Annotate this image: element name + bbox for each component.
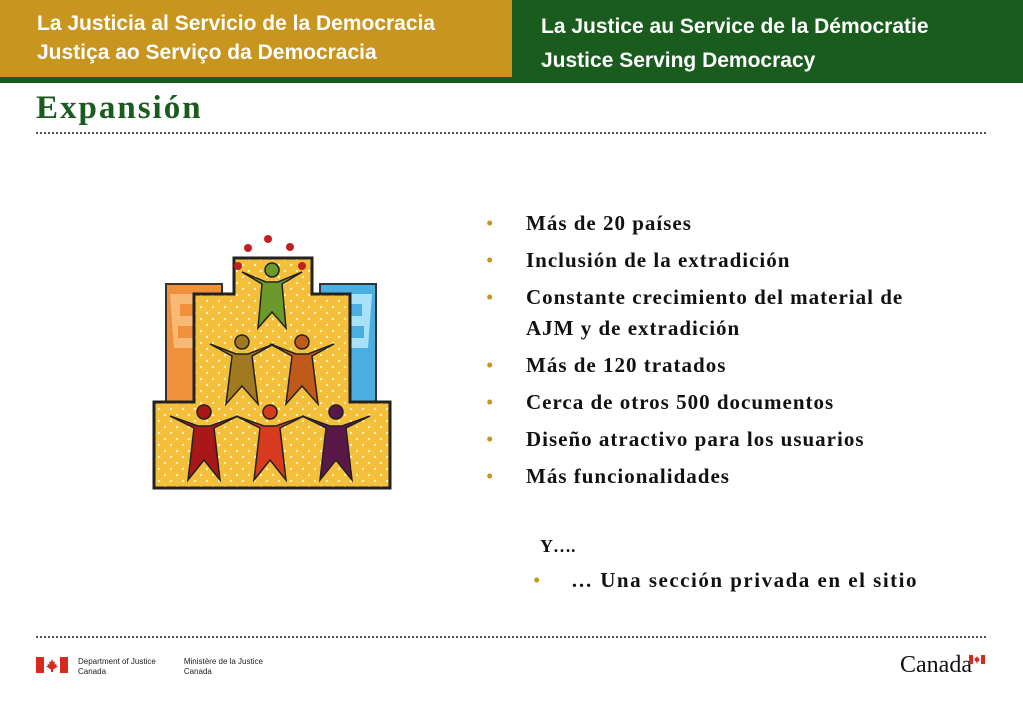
- human-pyramid-illustration: [152, 235, 392, 490]
- dept-en-line1: Department of Justice: [78, 657, 156, 666]
- canada-wordmark: Canada: [900, 652, 985, 679]
- list-item: •Diseño atractivo para los usuarios: [486, 427, 865, 451]
- header-left-text: La Justicia al Servicio de la Democracia…: [37, 9, 435, 67]
- bullet-list: •Más de 20 países •Inclusión de la extra…: [486, 208, 926, 498]
- canada-flag-icon: [36, 657, 68, 673]
- header-right-line2: Justice Serving Democracy: [541, 49, 816, 72]
- list-item: •Más de 20 países: [486, 211, 692, 235]
- followup-list: •… Una sección privada en el sitio: [533, 565, 953, 596]
- header-left-line2: Justiça ao Serviço da Democracia: [37, 41, 377, 64]
- list-item: •Más funcionalidades: [486, 464, 730, 488]
- header-divider-bar: [0, 77, 1023, 83]
- page-title: Expansión: [36, 90, 203, 126]
- wordmark-flag-icon: [969, 655, 985, 664]
- list-item: •… Una sección privada en el sitio: [533, 568, 918, 592]
- dept-fr-line2: Canada: [183, 667, 212, 676]
- list-item: •Cerca de otros 500 documentos: [486, 390, 835, 414]
- dept-fr-line1: Ministère de la Justice: [183, 657, 263, 666]
- bottom-dotted-rule: [36, 636, 986, 638]
- followup-label: Y….: [540, 536, 576, 556]
- header-right-line1: La Justice au Service de la Démocratie: [541, 15, 929, 38]
- header-right-text: La Justice au Service de la Démocratie J…: [541, 10, 929, 78]
- header-left-line1: La Justicia al Servicio de la Democracia: [37, 12, 436, 35]
- list-item: •Inclusión de la extradición: [486, 248, 791, 272]
- dept-en: Department of Justice Canada: [78, 657, 156, 677]
- list-item: •Constante crecimiento del material de A…: [486, 285, 904, 340]
- dept-en-line2: Canada: [78, 667, 107, 676]
- header-left-panel: [0, 0, 512, 77]
- department-signature: Department of Justice Canada Ministère d…: [36, 657, 263, 677]
- dept-fr: Ministère de la Justice Canada: [184, 657, 263, 677]
- top-dotted-rule: [36, 132, 986, 134]
- list-item: •Más de 120 tratados: [486, 353, 727, 377]
- header-right-panel: [512, 0, 1023, 77]
